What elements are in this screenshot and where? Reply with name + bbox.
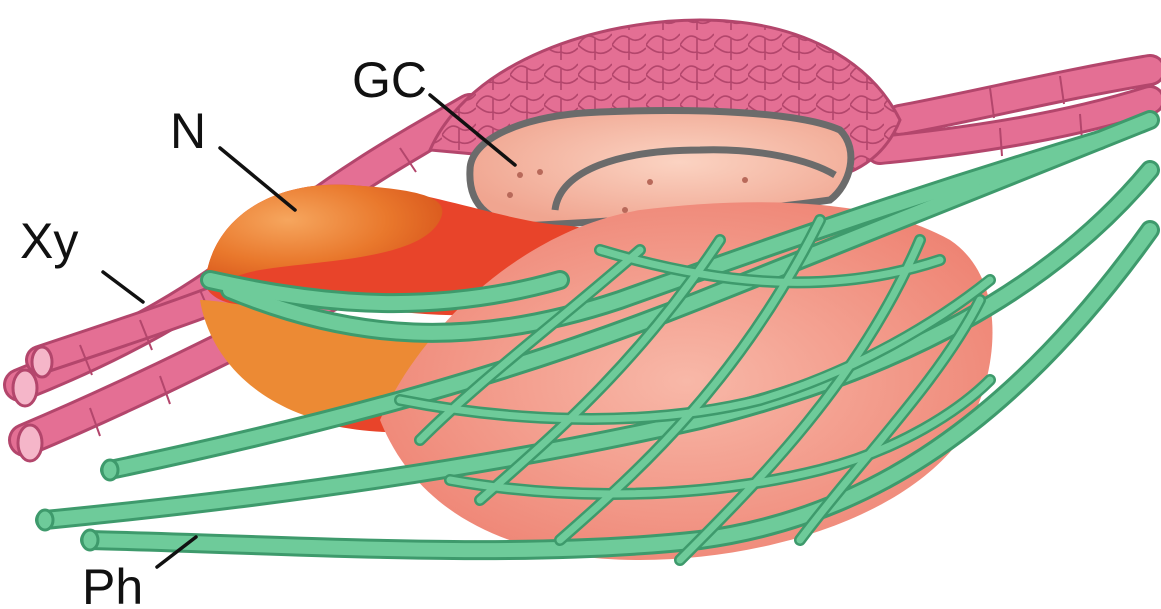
label-ph: Ph <box>82 559 143 609</box>
label-xy: Xy <box>20 213 78 269</box>
label-n: N <box>170 103 206 159</box>
label-gc: GC <box>352 52 427 108</box>
n-leader-line <box>220 148 295 210</box>
xy-leader-line <box>103 272 143 302</box>
